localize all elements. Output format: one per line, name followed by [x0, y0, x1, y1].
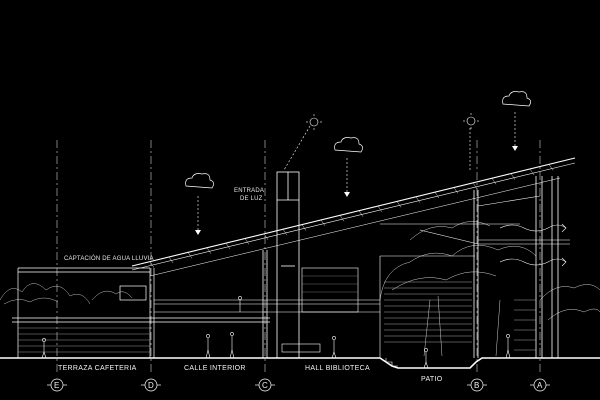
light-entry-label-line1: ENTRADA: [234, 188, 264, 194]
grid-axis-d: D: [148, 381, 154, 390]
roof-rib: [472, 182, 478, 189]
roof-rib: [263, 233, 269, 240]
facade-louvers: [384, 281, 536, 351]
roof-rib: [149, 261, 155, 268]
roof-rib: [225, 242, 231, 250]
rainwater-flow: [499, 223, 567, 267]
sloped-roof: [131, 157, 576, 277]
roof-rib: [301, 224, 307, 231]
structure-trusses: [419, 195, 570, 245]
roof-rib: [206, 247, 212, 254]
roof-rib: [377, 205, 383, 213]
roof-rib: [415, 196, 421, 203]
roof-rib: [453, 187, 459, 194]
roof-rib: [434, 192, 440, 199]
roof-rib: [320, 219, 326, 227]
sun-icon: [306, 113, 479, 130]
library-hall: [154, 255, 475, 358]
space-label-hall: HALL BIBLIOTECA: [305, 365, 370, 372]
space-label-terraza: TERRAZA CAFETERIA: [58, 365, 137, 372]
cafeteria-block: [12, 267, 270, 358]
rain-arrow-icon: [197, 112, 516, 230]
grid-axis-lines: [56, 140, 541, 372]
roof-rib: [339, 215, 345, 222]
arrowheads: [195, 146, 518, 235]
ground-line: [0, 357, 600, 369]
light-entry-label-line2: DE LUZ: [240, 196, 263, 202]
library-shelves: [302, 275, 358, 293]
grid-axis-a: A: [537, 381, 543, 390]
tree-icon: [0, 283, 133, 305]
roof-rib: [396, 201, 402, 208]
grid-axis-e: E: [54, 381, 59, 390]
grid-bubbles: [47, 378, 550, 392]
roof-rib: [510, 173, 516, 180]
roof-rib: [358, 210, 364, 217]
roof-rib: [491, 178, 497, 185]
roof-rib: [282, 229, 288, 236]
cloud-icon: [185, 91, 531, 189]
roof-rib: [529, 168, 535, 176]
grid-axis-b: B: [474, 381, 479, 390]
roof-rib: [244, 238, 250, 245]
space-label-calle: CALLE INTERIOR: [184, 365, 246, 372]
roof-ribs: [149, 164, 554, 268]
grid-axis-c: C: [262, 381, 268, 390]
rainwater-label: CAPTACIÓN DE AGUA LLUVIA: [64, 255, 154, 262]
columns: [262, 176, 559, 358]
space-label-patio: PATIO: [421, 376, 443, 383]
light-entry-tower: [276, 171, 300, 359]
roof-rib: [548, 164, 554, 171]
person-icon: [41, 296, 511, 369]
roof-rib: [187, 252, 193, 259]
roof-rib: [168, 256, 174, 264]
cafeteria-louvers: [18, 327, 150, 353]
